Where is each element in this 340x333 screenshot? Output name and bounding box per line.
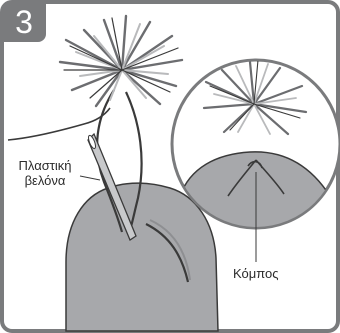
needle-label-line2: βελόνα [12,173,78,188]
needle-label-line1: Πλαστική [12,158,78,173]
fabric-piece [66,183,218,331]
needle-label: Πλαστική βελόνα [12,158,78,188]
knot-label: Κόμπος [233,266,279,281]
step-number-badge: 3 [2,2,46,42]
